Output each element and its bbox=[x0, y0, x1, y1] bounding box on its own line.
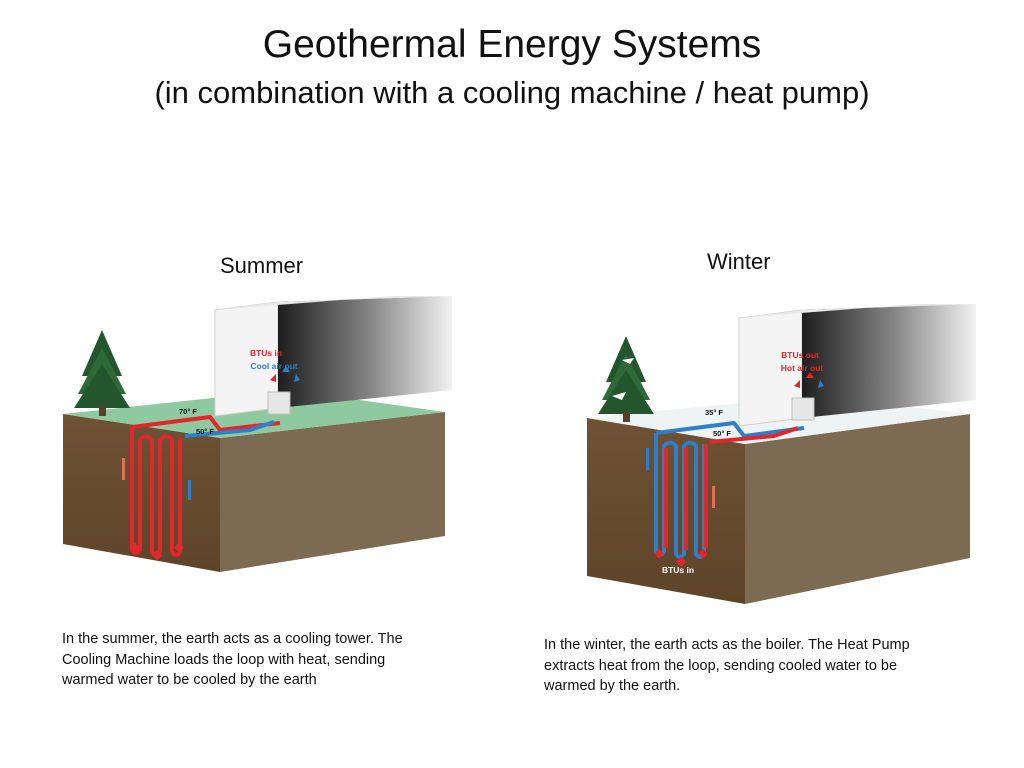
summer-temp-70: 70° F bbox=[179, 407, 197, 416]
summer-soil-side bbox=[220, 412, 445, 572]
winter-temp-35: 35° F bbox=[705, 408, 723, 417]
summer-tree-icon bbox=[74, 330, 130, 416]
summer-building-side bbox=[278, 296, 452, 408]
winter-caption: In the winter, the earth acts as the boi… bbox=[544, 637, 910, 694]
summer-diagram: BTUs in Cool air out 70° F 50° F BTUs ou… bbox=[63, 296, 452, 573]
summer-air-arrows bbox=[270, 366, 300, 382]
slide-title: Geothermal Energy Systems bbox=[262, 23, 762, 66]
winter-warm-pipe bbox=[664, 426, 799, 550]
summer-caption: In the summer, the earth acts as a cooli… bbox=[62, 631, 403, 688]
winter-building-side bbox=[802, 304, 976, 418]
summer-temp-50: 50° F bbox=[196, 427, 214, 436]
summer-heading: Summer bbox=[220, 253, 304, 278]
slide-subtitle: (in combination with a cooling machine /… bbox=[154, 75, 870, 110]
winter-temp-50: 50° F bbox=[713, 429, 731, 438]
summer-label-cool-air-out: Cool air out bbox=[250, 361, 297, 371]
winter-diagram: BTUs out Hot air out 35° F 50° F BTUs in bbox=[587, 304, 976, 604]
summer-label-btus-in: BTUs in bbox=[250, 348, 282, 358]
winter-label-btus-in: BTUs in bbox=[662, 565, 694, 575]
winter-label-hot-air-out: Hot air out bbox=[781, 363, 824, 373]
winter-heading: Winter bbox=[707, 249, 771, 274]
winter-soil-side bbox=[745, 414, 970, 604]
summer-ground-surface bbox=[63, 390, 445, 438]
summer-cooling-machine bbox=[267, 391, 291, 415]
winter-heat-pump bbox=[791, 397, 815, 421]
winter-air-arrows bbox=[794, 372, 824, 388]
summer-label-btus-out: BTUs out bbox=[139, 563, 177, 573]
winter-heat-in-arrows bbox=[654, 548, 708, 567]
winter-tree-icon bbox=[598, 336, 654, 422]
winter-label-btus-out: BTUs out bbox=[781, 350, 819, 360]
summer-cool-pipe bbox=[184, 420, 275, 438]
winter-cold-pipe bbox=[654, 421, 805, 559]
